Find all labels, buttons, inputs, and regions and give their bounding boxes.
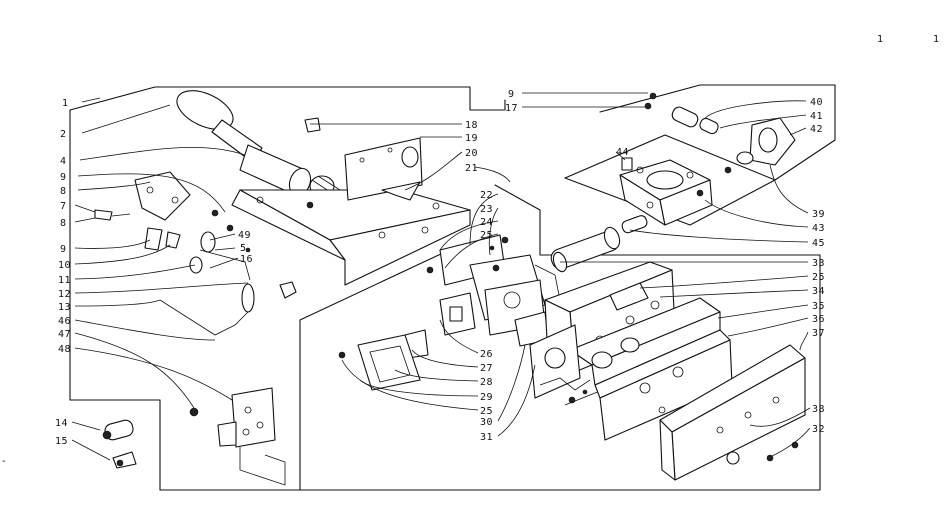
label-part-46: 46 [58, 316, 71, 327]
label-part-36: 36 [812, 314, 825, 325]
label-part-4: 4 [60, 156, 67, 167]
label-part-8b: 8 [60, 218, 67, 229]
label-part-29: 29 [480, 392, 493, 403]
label-part-38: 38 [812, 404, 825, 415]
plug-parts [102, 419, 137, 469]
label-part-23: 23 [480, 204, 493, 215]
base-plate [231, 189, 471, 286]
label-part-21: 21 [465, 163, 478, 174]
label-part-37: 37 [812, 328, 825, 339]
label-part-24: 24 [480, 217, 493, 228]
label-part-25b: 25 [480, 406, 493, 417]
assembly-outline-left [69, 86, 556, 491]
label-part-41: 41 [810, 111, 823, 122]
callout-labels: 1 2 4 9 8 7 8 9 10 11 12 13 46 47 48 14 … [55, 89, 825, 447]
label-part-7: 7 [60, 201, 67, 212]
label-part-18: 18 [465, 120, 478, 131]
label-part-12: 12 [58, 289, 71, 300]
label-part-11: 11 [58, 275, 71, 286]
label-part-20: 20 [465, 148, 478, 159]
valve-body [619, 157, 713, 226]
label-part-30: 30 [480, 417, 493, 428]
label-part-26: 26 [480, 349, 493, 360]
label-part-25: 25 [480, 230, 493, 241]
label-part-42: 42 [810, 124, 823, 135]
label-part-47: 47 [58, 329, 71, 340]
label-part-32: 32 [812, 424, 825, 435]
label-part-9: 9 [60, 172, 67, 183]
label-part-19: 19 [465, 133, 478, 144]
label-part-48: 48 [58, 344, 71, 355]
label-part-16: 16 [240, 254, 253, 265]
leader-lines [71, 92, 811, 461]
label-part-39: 39 [812, 209, 825, 220]
label-part-49: 49 [238, 230, 251, 241]
label-part-28: 28 [480, 377, 493, 388]
label-part-40: 40 [810, 97, 823, 108]
corner-mark-right: 1 [933, 34, 939, 45]
label-part-25c: 25 [812, 272, 825, 283]
label-part-9b: 9 [60, 244, 67, 255]
mounting-bracket [344, 137, 423, 201]
label-part-22: 22 [480, 190, 493, 201]
label-part-14: 14 [55, 418, 68, 429]
front-panel [659, 344, 806, 481]
label-part-15: 15 [55, 436, 68, 447]
switch-assembly [189, 387, 286, 486]
label-part-31: 31 [480, 432, 493, 443]
label-part-13: 13 [58, 302, 71, 313]
label-part-5: 5 [240, 243, 247, 254]
fittings [644, 92, 796, 174]
corner-mark-left: 1 [877, 34, 883, 45]
label-part-17: 17 [505, 103, 518, 114]
small-parts-left [94, 117, 321, 336]
label-part-2: 2 [60, 129, 67, 140]
label-part-9c: 9 [508, 89, 515, 100]
label-part-44: 44 [616, 147, 629, 158]
label-part-33: 33 [812, 258, 825, 269]
label-part-27: 27 [480, 363, 493, 374]
label-part-10: 10 [58, 260, 71, 271]
label-part-1: 1 [62, 98, 69, 109]
label-part-34: 34 [812, 286, 825, 297]
circuit-board [529, 297, 721, 406]
edge-tick: - [2, 456, 6, 467]
label-part-8: 8 [60, 186, 67, 197]
label-part-43: 43 [812, 223, 825, 234]
label-part-45: 45 [812, 238, 825, 249]
label-part-35: 35 [812, 301, 825, 312]
panel-cover [594, 329, 733, 441]
cylinder-tube [550, 215, 648, 273]
